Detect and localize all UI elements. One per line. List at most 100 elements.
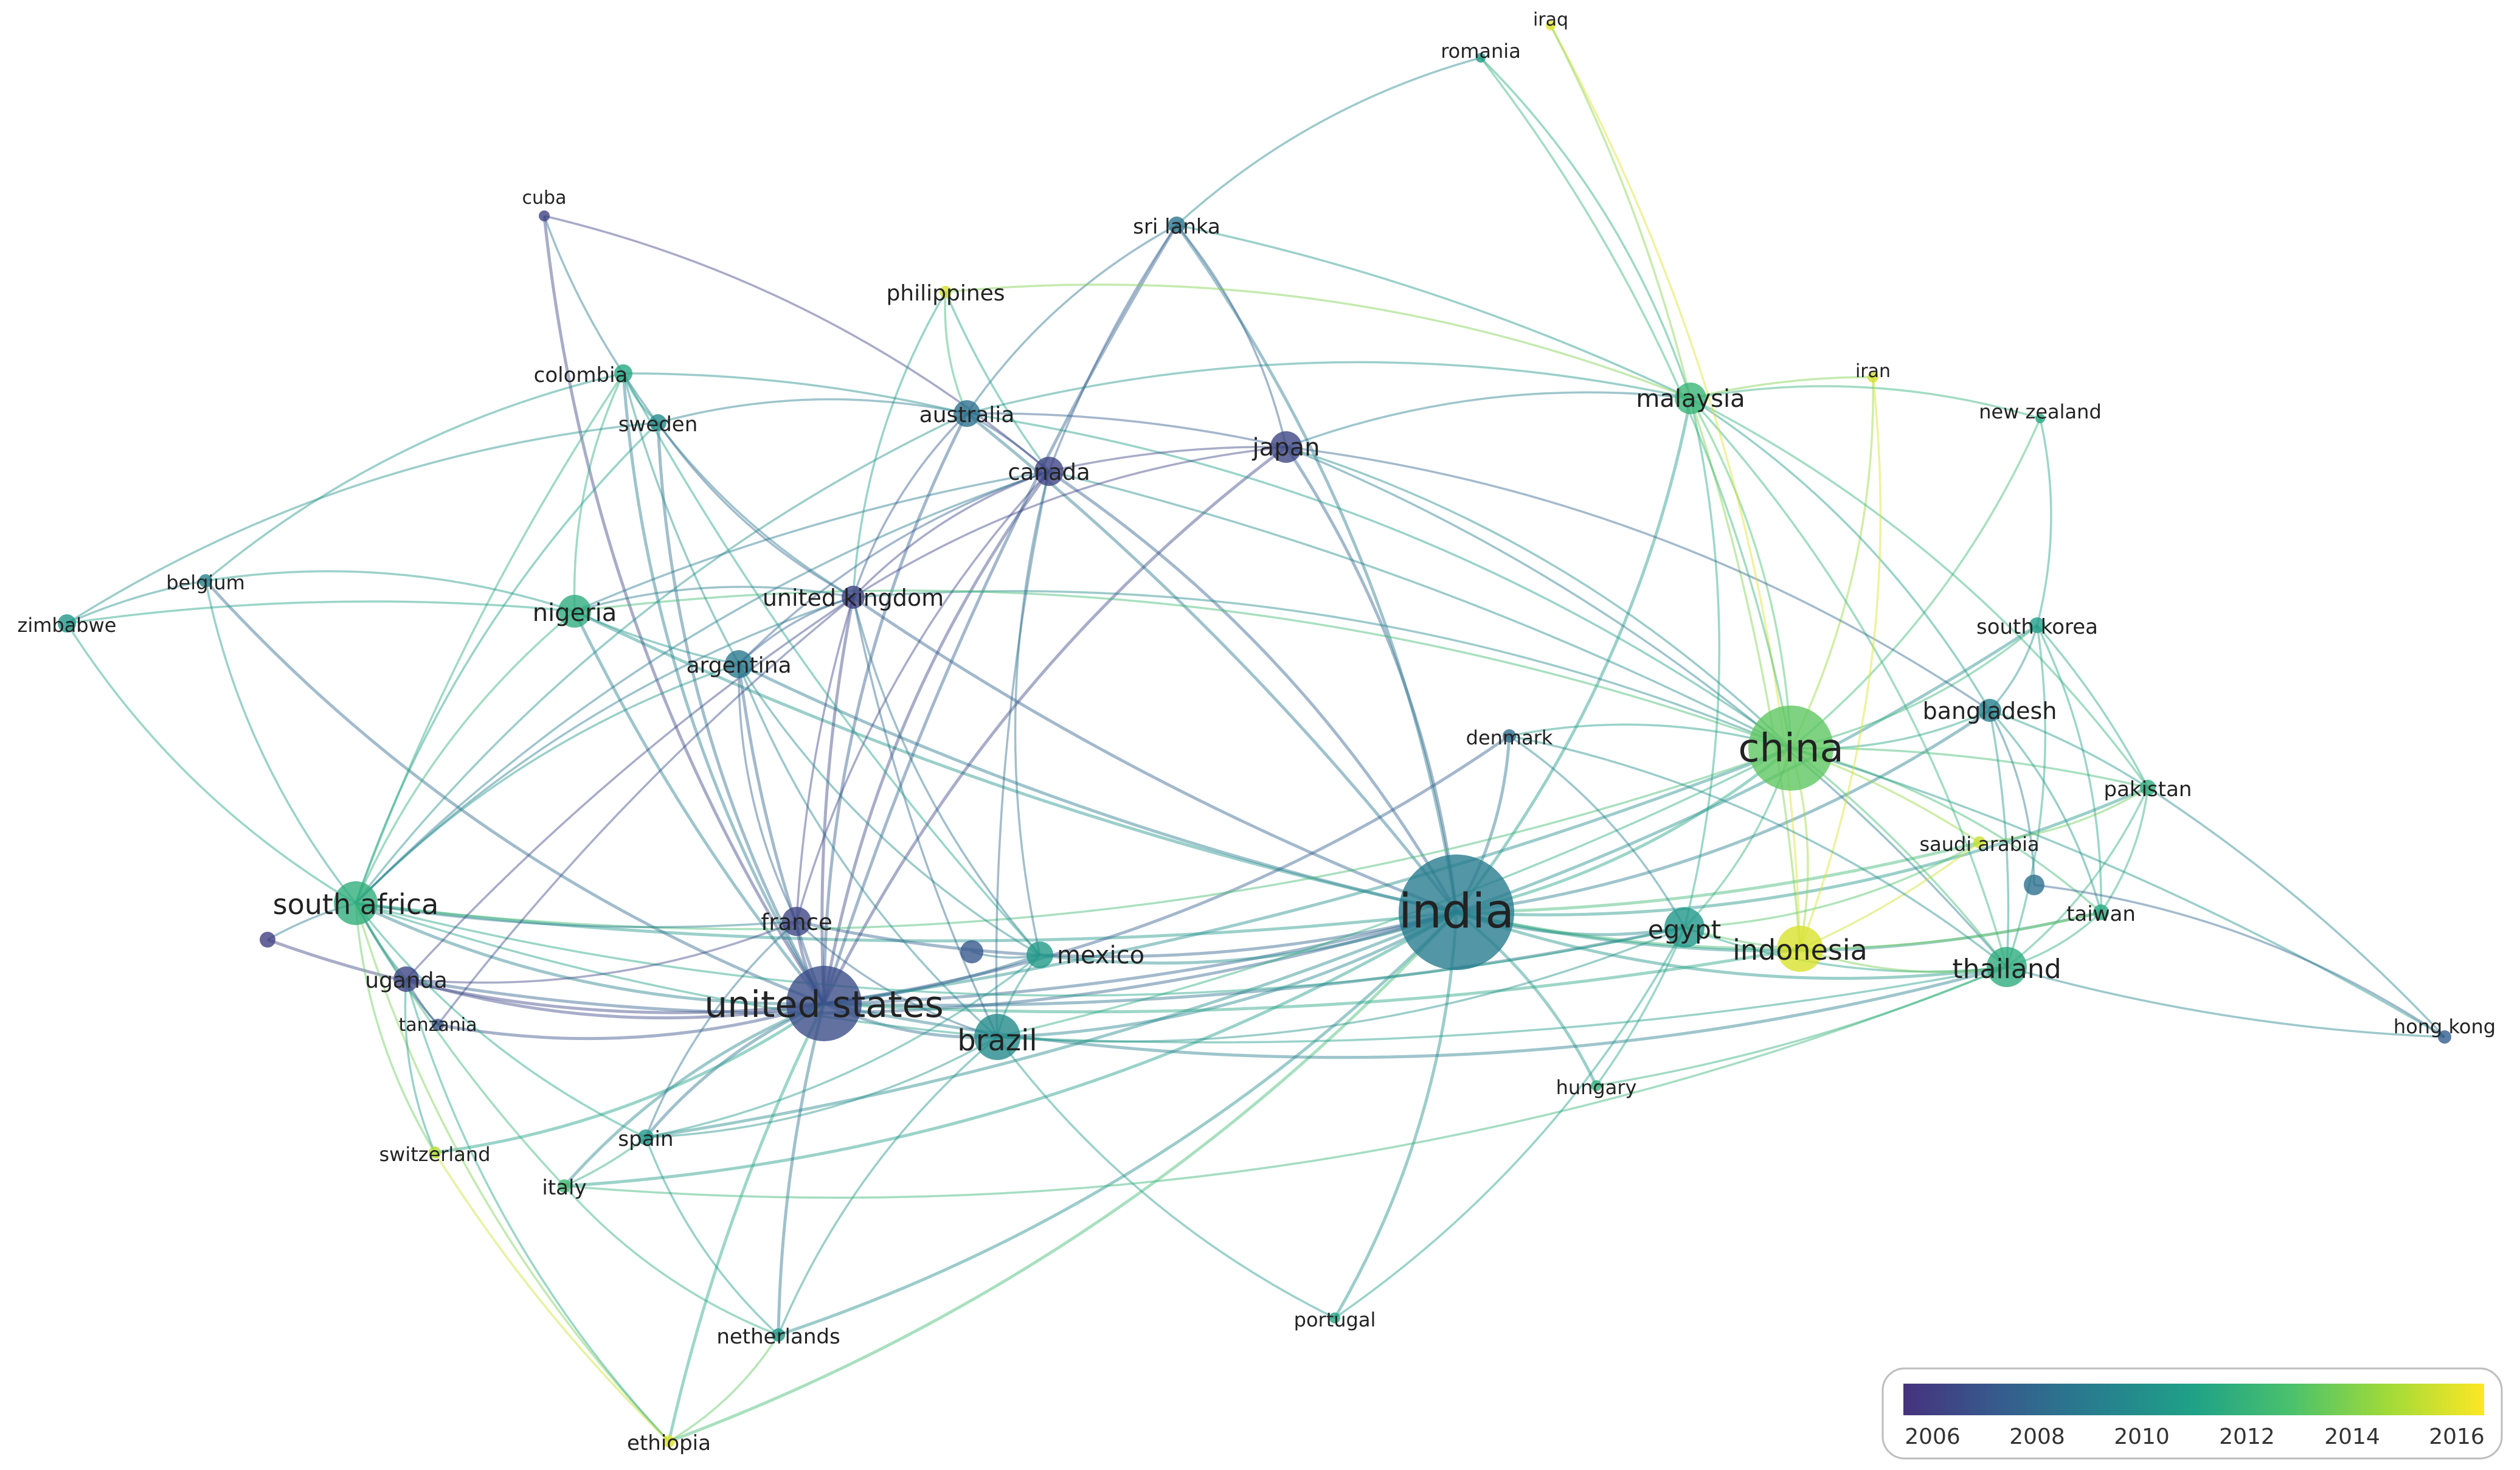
node-united-kingdom[interactable] — [842, 586, 865, 609]
node-ethiopia[interactable] — [663, 1435, 675, 1447]
edge-malaysia-japan — [1286, 391, 1691, 448]
node-argentina[interactable] — [725, 650, 753, 678]
node-label-iran: iran — [1855, 361, 1891, 382]
node-canada[interactable] — [1034, 457, 1064, 486]
edge-australia-sweden — [657, 398, 968, 424]
edge-japan-sri_lanka — [1175, 224, 1287, 448]
edge-south_africa-spain — [355, 902, 646, 1139]
edge-colombia-belgium — [204, 372, 624, 582]
node-label-brazil: brazil — [957, 1024, 1037, 1058]
node-malaysia[interactable] — [1675, 383, 1706, 414]
node-cuba[interactable] — [539, 210, 550, 221]
node-label-hungary: hungary — [1556, 1076, 1637, 1099]
edge-bangladesh-pakistan — [1989, 709, 2148, 789]
node-china[interactable] — [1748, 706, 1833, 791]
node-saudi-arabia[interactable] — [1973, 836, 1985, 848]
edge-iraq-malaysia — [1549, 25, 1692, 399]
node-iran[interactable] — [1868, 372, 1878, 383]
edge-bangladesh-unlabeled_3 — [1989, 710, 2035, 886]
node-label-bangladesh: bangladesh — [1923, 698, 2057, 724]
node-philippines[interactable] — [940, 286, 952, 298]
edge-united_states-united_kingdom — [820, 597, 855, 1004]
node-japan[interactable] — [1270, 431, 1302, 463]
node-iraq[interactable] — [1546, 21, 1556, 30]
node-pakistan[interactable] — [2140, 780, 2156, 796]
edge-united_states-belgium — [204, 580, 825, 1005]
node-unlabeled-3[interactable] — [2024, 875, 2044, 895]
node-united-states[interactable] — [786, 966, 862, 1041]
node-hungary[interactable] — [1591, 1080, 1602, 1091]
node-unlabeled-2[interactable] — [260, 932, 275, 948]
node-hong-kong[interactable] — [2438, 1030, 2451, 1044]
edge-india-italy — [564, 910, 1458, 1188]
node-label-sweden: sweden — [618, 412, 698, 437]
edge-united_states-italy — [563, 1002, 825, 1187]
edge-india-netherlands — [778, 911, 1458, 1337]
node-label-france: france — [761, 909, 832, 935]
node-romania[interactable] — [1476, 53, 1486, 63]
edge-brazil-thailand — [997, 966, 2007, 1044]
node-label-mexico: mexico — [1057, 941, 1144, 969]
node-mexico[interactable] — [1026, 941, 1053, 968]
node-south-korea[interactable] — [2029, 617, 2045, 633]
node-south-africa[interactable] — [334, 881, 378, 925]
node-indonesia[interactable] — [1777, 926, 1823, 972]
edge-united_kingdom-uganda — [405, 596, 854, 980]
node-belgium[interactable] — [199, 574, 212, 588]
node-zimbabwe[interactable] — [58, 614, 76, 633]
edge-thailand-japan — [1286, 446, 2008, 968]
edge-india-bangladesh — [1456, 709, 1991, 914]
node-sri-lanka[interactable] — [1168, 217, 1185, 234]
node-taiwan[interactable] — [2093, 904, 2109, 920]
node-portugal[interactable] — [1329, 1312, 1340, 1323]
node-new-zealand[interactable] — [2035, 414, 2045, 423]
edge-canada-cuba — [544, 215, 1050, 473]
edge-nigeria-belgium — [205, 570, 575, 612]
legend-tick-2008: 2008 — [2009, 1424, 2065, 1449]
node-netherlands[interactable] — [772, 1328, 785, 1342]
edge-china-pakistan — [1790, 747, 2148, 789]
node-thailand[interactable] — [1987, 947, 2027, 987]
edge-china-canada — [1048, 470, 1791, 749]
node-sweden[interactable] — [649, 414, 666, 431]
node-tanzania[interactable] — [432, 1019, 444, 1031]
node-switzerland[interactable] — [429, 1146, 441, 1159]
edge-india-portugal — [1333, 912, 1458, 1319]
legend-tick-2014: 2014 — [2324, 1424, 2380, 1449]
edge-netherlands-spain — [645, 1137, 780, 1336]
node-australia[interactable] — [954, 400, 980, 427]
edge-china-nigeria — [574, 589, 1791, 749]
edge-india-canada — [1048, 470, 1458, 914]
edge-egypt-hungary — [1595, 927, 1686, 1087]
edge-united_kingdom-colombia — [622, 373, 854, 598]
node-spain[interactable] — [638, 1129, 654, 1145]
node-bangladesh[interactable] — [1978, 699, 2001, 722]
node-france[interactable] — [782, 907, 811, 936]
edge-brazil-egypt — [997, 926, 1685, 1043]
node-egypt[interactable] — [1664, 907, 1705, 948]
edge-south_africa-egypt — [355, 902, 1685, 997]
edge-egypt-saudi_arabia — [1684, 841, 1980, 929]
edge-japan-bangladesh — [1286, 446, 1990, 712]
node-unlabeled-1[interactable] — [960, 940, 983, 963]
edge-south_africa-united_kingdom — [355, 596, 854, 904]
edge-brazil-spain — [645, 1036, 998, 1139]
node-denmark[interactable] — [1503, 729, 1516, 743]
edge-indonesia-iran — [1799, 376, 1882, 949]
node-colombia[interactable] — [614, 364, 632, 383]
node-uganda[interactable] — [393, 966, 419, 992]
edge-brazil-france — [795, 920, 998, 1038]
node-label-italy: italy — [542, 1176, 586, 1200]
edge-layer — [66, 25, 2446, 1443]
node-brazil[interactable] — [974, 1014, 1020, 1060]
node-india[interactable] — [1399, 855, 1514, 970]
edge-canada-argentina — [738, 470, 1050, 665]
edge-united_states-tanzania — [437, 1002, 825, 1041]
edge-united_states-switzerland — [434, 1002, 825, 1154]
edge-china-malaysia — [1689, 398, 1792, 749]
node-nigeria[interactable] — [558, 595, 591, 628]
node-italy[interactable] — [558, 1179, 571, 1193]
edge-thailand-indonesia — [1799, 948, 2007, 973]
edge-malaysia-pakistan — [1690, 397, 2149, 789]
